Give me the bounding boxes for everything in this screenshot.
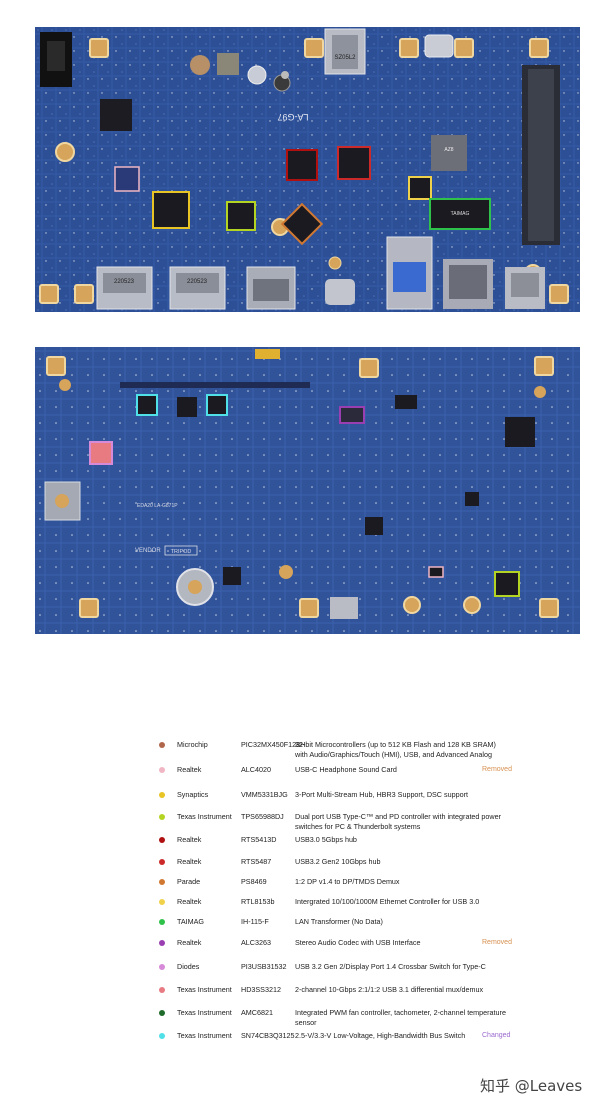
legend-part-number: RTL8153b [241,897,275,906]
chip-az8-label: AZ8 [444,147,453,153]
legend-part-number: PS8469 [241,877,267,886]
legend-part-number: IH-115-F [241,917,269,926]
legend-status: Changed [482,1032,511,1039]
legend-description: USB3.0 5Gbps hub [295,835,357,844]
legend-manufacturer: Realtek [177,857,202,866]
legend-description: 3-Port Multi-Stream Hub, HBR3 Support, D… [295,790,468,799]
legend-description: 1:2 DP v1.4 to DP/TMDS Demux [295,877,400,886]
legend-part-number: ALC4020 [241,765,271,774]
board-info-silkscreen: EDA20 LA-G871P [137,503,178,509]
legend-part-number: TPS65988DJ [241,812,284,821]
legend-description: Intergrated 10/100/1000M Ethernet Contro… [295,897,480,906]
legend-part-number: ALC3263 [241,938,271,947]
legend-status: Removed [482,939,512,946]
legend-part-number: AMC6821 [241,1008,273,1017]
taimag-marker [429,198,491,230]
legend-color-dot [159,792,165,798]
legend-manufacturer: Texas Instrument [177,812,232,821]
legend-color-dot [159,987,165,993]
legend-color-dot [159,964,165,970]
legend-color-dot [159,767,165,773]
legend-manufacturer: Synaptics [177,790,209,799]
chip-marker-pink [428,566,444,578]
dp-port-1-label: 220523 [114,279,135,285]
legend-manufacturer: Realtek [177,897,202,906]
legend-color-dot [159,940,165,946]
legend-color-dot [159,919,165,925]
legend-manufacturer: Texas Instrument [177,1008,232,1017]
chip-sn74cb3q-marker-2 [206,394,228,416]
legend-description: LAN Transformer (No Data) [295,917,383,926]
chip-amc6821-marker [494,571,520,597]
chip-hd3ss-marker [89,441,113,465]
legend-manufacturer: Texas Instrument [177,1031,232,1040]
legend-manufacturer: Microchip [177,740,208,749]
legend-part-number: HD3SS3212 [241,985,281,994]
legend-status: Removed [482,766,512,773]
legend-part-number: RTS5487 [241,857,272,866]
legend-description: Integrated PWM fan controller, tachomete… [295,1008,506,1027]
legend-description: USB 3.2 Gen 2/Display Port 1.4 Crossbar … [295,962,486,971]
legend-manufacturer: Realtek [177,938,202,947]
watermark: 知乎 @Leaves [480,1077,583,1095]
usb-label: SZ05L2 [334,55,356,61]
chip-sn74cb3q-marker-1 [136,394,158,416]
legend-part-number: PIC32MX450F128H [241,740,306,749]
pcb-bottom-photo: VENDOR TRIPOD EDA20 LA-G871P [35,347,580,634]
legend-color-dot [159,879,165,885]
legend-description: 2-channel 10-Gbps 2:1/1:2 USB 3.1 differ… [295,985,484,994]
legend-description: 2.5-V/3.3-V Low-Voltage, High-Bandwidth … [295,1031,466,1040]
board-silkscreen: LA-G97 [277,112,308,122]
pcb-top-drawing: SZ05L2 AZ8 TAIMAG LA-G97 220523 220523 [35,27,580,312]
chip-alc3263-marker [339,406,365,424]
legend-description: Dual port USB Type-C™ and PD controller … [295,812,502,831]
chip-rts5413-marker [286,149,318,181]
pcb-top-photo: SZ05L2 AZ8 TAIMAG LA-G97 220523 220523 [35,27,580,312]
legend-manufacturer: Realtek [177,765,202,774]
rev-silkscreen: TRIPOD [171,549,192,555]
legend-manufacturer: Realtek [177,835,202,844]
legend-description: 32-bit Microcontrollers (up to 512 KB Fl… [295,740,496,759]
legend-manufacturer: Parade [177,877,201,886]
legend-color-dot [159,742,165,748]
pcb-bottom-drawing: VENDOR TRIPOD EDA20 LA-G871P [35,347,580,634]
legend-description: USB3.2 Gen2 10Gbps hub [295,857,381,866]
legend-manufacturer: Texas Instrument [177,985,232,994]
legend-part-number: RTS5413D [241,835,277,844]
legend-color-dot [159,1010,165,1016]
vendor-silkscreen: VENDOR [135,548,161,554]
legend-manufacturer: Diodes [177,962,200,971]
legend-description: Stereo Audio Codec with USB Interface [295,938,421,947]
chip-tps65988-marker [226,201,256,231]
dp-port-2-label: 220523 [187,279,208,285]
chip-alc4020-marker [114,166,140,192]
legend-part-number: PI3USB31532 [241,962,287,971]
legend-description: USB-C Headphone Sound Card [295,765,397,774]
legend-color-dot [159,899,165,905]
legend-color-dot [159,1033,165,1039]
legend-color-dot [159,859,165,865]
chip-rts5487-marker [337,146,371,180]
taimag-label: TAIMAG [451,211,470,217]
legend-part-number: SN74CB3Q3125 [241,1031,295,1040]
chip-vmm5331-marker [152,191,190,229]
legend-manufacturer: TAIMAG [177,917,205,926]
legend-color-dot [159,837,165,843]
chip-rtl8153-marker [408,176,432,200]
legend-part-number: VMM5331BJG [241,790,288,799]
chip-ps8469-marker [280,202,324,246]
legend-color-dot [159,814,165,820]
